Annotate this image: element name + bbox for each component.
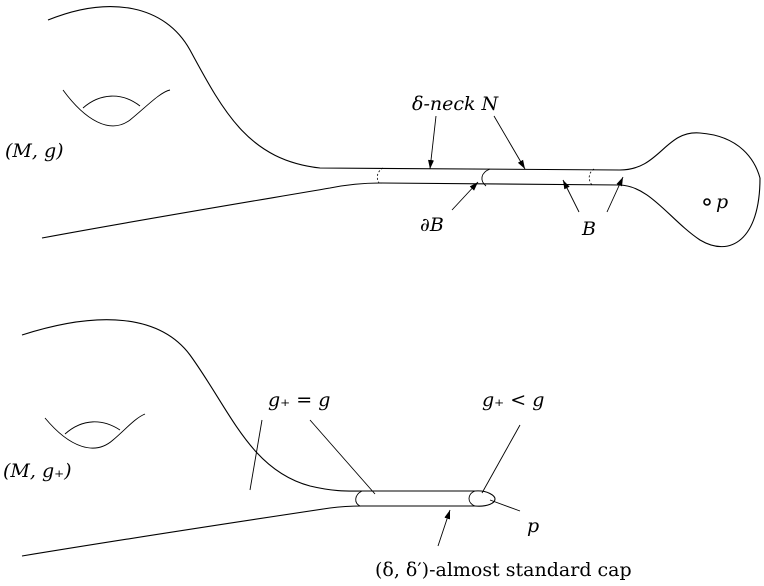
bottom-cap-section <box>468 490 476 507</box>
top-handle-lower-arc <box>62 89 171 127</box>
bottom-handle-upper-arc <box>64 421 121 435</box>
top-manifold-lower-boundary <box>41 177 761 248</box>
top-neck-arrow-left <box>428 115 437 170</box>
top-neck-arrow-right <box>493 115 526 170</box>
top-point-p-marker <box>703 198 711 206</box>
bottom-equal-label: g₊ = g <box>268 389 330 411</box>
bottom-manifold-label: (M, g₊) <box>3 460 72 482</box>
top-handle-upper-arc <box>82 95 141 109</box>
top-neck-label: δ-neck N <box>412 93 500 115</box>
top-boundary-arrow <box>451 181 479 211</box>
bottom-point-leader <box>489 499 521 512</box>
top-region-arrow-left <box>562 179 580 213</box>
bottom-cap-label: (δ, δ′)-almost standard cap <box>375 559 632 581</box>
top-manifold-upper-boundary <box>47 6 761 179</box>
top-region-arrow-right <box>606 176 624 213</box>
top-boundary-section <box>481 168 491 187</box>
top-neck-right-section <box>588 168 595 186</box>
top-neck-left-section <box>376 167 384 185</box>
bottom-equal-leader-neck <box>309 419 376 495</box>
bottom-point-label: p <box>527 515 539 537</box>
bottom-cap-arrow <box>437 509 451 547</box>
top-manifold-label: (M, g) <box>5 140 64 162</box>
bottom-panel: (M, g₊) g₊ = g g₊ < g p (δ, δ′)-almost s… <box>3 319 632 581</box>
bottom-less-label: g₊ < g <box>482 389 544 411</box>
bottom-equal-leader-outer <box>249 419 263 491</box>
top-region-label: B <box>581 218 596 240</box>
bottom-less-leader <box>481 424 521 494</box>
bottom-neck-left-section <box>355 490 363 507</box>
top-point-label: p <box>716 191 728 213</box>
top-panel: (M, g) δ-neck N ∂B B p <box>5 6 761 248</box>
bottom-manifold-upper-boundary <box>21 319 475 492</box>
bottom-cap-tip <box>474 490 496 507</box>
top-boundary-label: ∂B <box>420 214 444 236</box>
bottom-manifold-lower-boundary <box>21 505 475 557</box>
bottom-handle-lower-arc <box>44 413 146 449</box>
